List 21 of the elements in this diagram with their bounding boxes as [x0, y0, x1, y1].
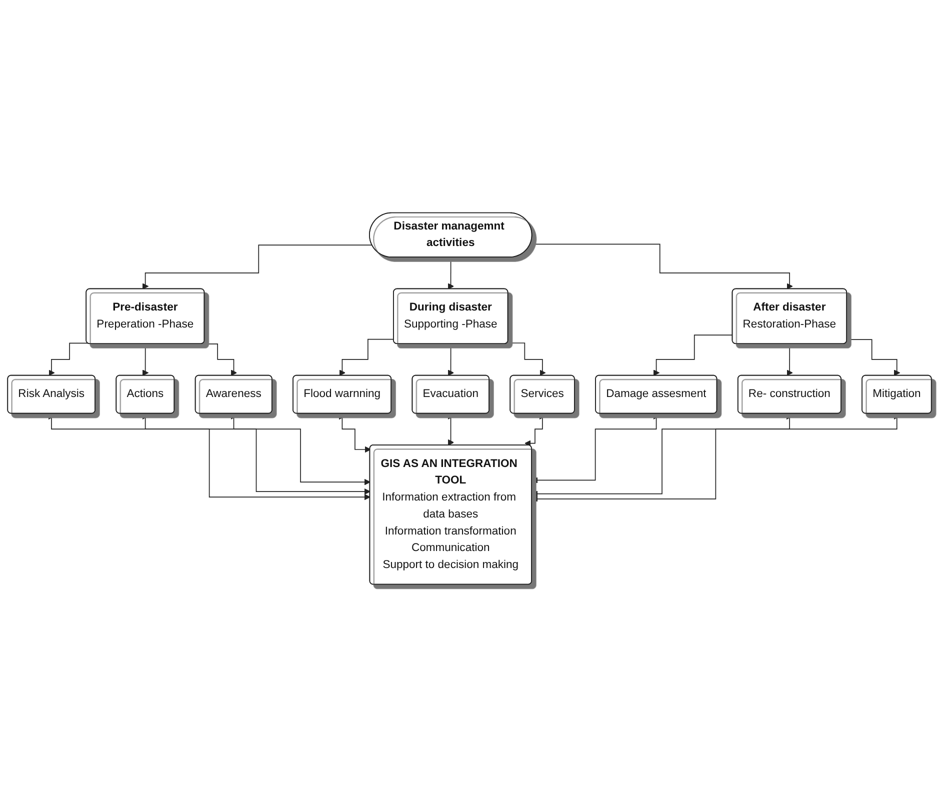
arrow [448, 257, 454, 290]
arrow [339, 338, 394, 376]
arrow [506, 342, 546, 376]
arrow [846, 339, 900, 376]
arrow [201, 344, 237, 376]
arrow [448, 344, 454, 376]
arrow [142, 413, 370, 495]
arrow [531, 413, 660, 484]
arrow [142, 244, 373, 290]
arrow [48, 342, 88, 376]
arrow [532, 413, 793, 497]
arrow [48, 413, 370, 500]
arrow [786, 344, 793, 376]
arrow [653, 334, 734, 376]
arrow [338, 413, 371, 453]
arrow [142, 344, 149, 376]
arrow [448, 413, 454, 446]
arrow [524, 413, 546, 446]
arrow [230, 413, 371, 486]
arrow [532, 413, 900, 502]
arrow [530, 244, 793, 290]
